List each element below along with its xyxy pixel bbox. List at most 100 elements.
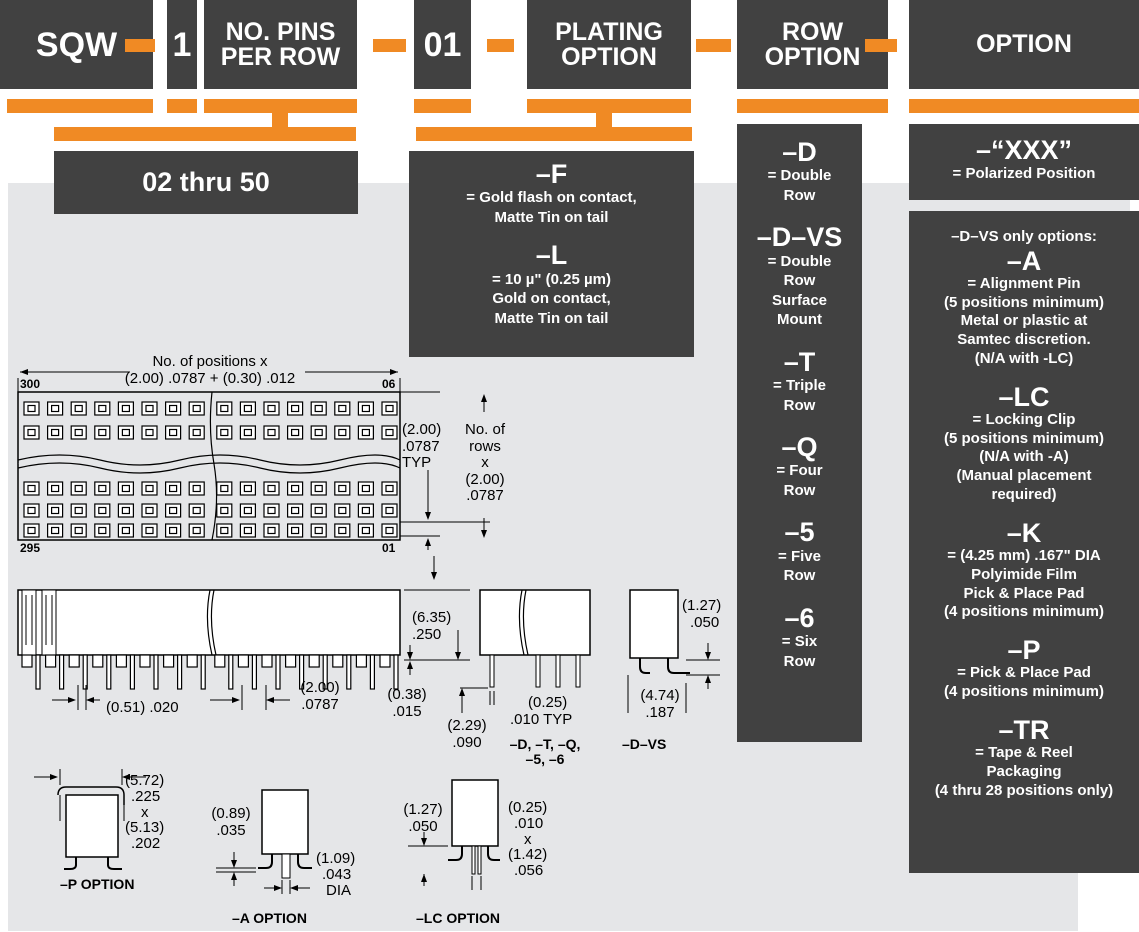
plating-code-f: –F <box>535 159 568 189</box>
tail-pin <box>177 654 183 690</box>
dvs-side-drawing <box>627 589 720 713</box>
contact-hole <box>243 404 252 413</box>
contact-hole <box>385 484 394 493</box>
contact-hole <box>243 506 252 515</box>
tail-dia-label: (0.51) .020 <box>106 699 179 716</box>
pins-range-box: 02 thru 50 <box>54 151 358 214</box>
contact-hole <box>291 428 300 437</box>
contact-hole <box>145 526 154 535</box>
tail-shoulder <box>355 654 367 668</box>
contact-hole <box>385 404 394 413</box>
a-option-drawing <box>216 789 312 894</box>
contact-hole <box>145 428 154 437</box>
contact-hole <box>192 484 201 493</box>
row-options-box: –D = Double Row –D–VS = Double Row Surfa… <box>737 124 862 742</box>
contact-hole <box>338 404 347 413</box>
contact-hole <box>267 526 276 535</box>
contact-hole <box>220 428 229 437</box>
contact-hole <box>243 526 252 535</box>
contact-hole <box>50 404 60 413</box>
contact-hole <box>145 506 154 515</box>
contact-hole <box>121 428 131 437</box>
positions-label: No. of positions x(2.00) .0787 + (0.30) … <box>124 353 296 387</box>
contact-hole <box>338 428 347 437</box>
dash-connector <box>865 39 897 52</box>
contact-hole <box>267 428 276 437</box>
contact-hole <box>338 506 347 515</box>
plating-code-l: –L <box>535 240 568 271</box>
dash-connector <box>696 39 731 52</box>
tail-shoulder <box>261 654 273 668</box>
tail-shoulder <box>44 654 57 668</box>
tail-width-label: (0.25).010 TYP <box>510 694 573 728</box>
a-option-label: –A OPTION <box>232 910 307 926</box>
contact-hole <box>50 428 60 437</box>
p-option-label: –P OPTION <box>60 876 135 892</box>
tail-shoulder <box>115 654 128 668</box>
tail-pin <box>369 654 375 690</box>
tail-shoulder <box>21 654 33 668</box>
tail-shoulder <box>332 654 344 668</box>
a-dims-left-label: (0.89).035 <box>211 805 251 839</box>
options-box: –D–VS only options: –A = Alignment Pin (… <box>909 211 1139 873</box>
contact-hole <box>361 526 370 535</box>
pins-label-underline <box>204 99 357 113</box>
tail-shoulder <box>308 654 320 668</box>
contact-hole <box>267 484 276 493</box>
contact-hole <box>74 428 83 437</box>
contact-hole <box>27 428 36 437</box>
dvs-view-label: –D–VS <box>622 736 667 752</box>
contact-hole <box>145 484 154 493</box>
contact-hole <box>192 526 201 535</box>
tail-shoulder <box>163 654 175 668</box>
contact-hole <box>98 404 107 413</box>
contact-hole <box>50 484 60 493</box>
contact-hole <box>27 506 36 515</box>
tail-shoulder <box>214 654 226 668</box>
pins-value-underline <box>167 99 197 113</box>
tail-shoulder <box>68 654 80 668</box>
contact-hole <box>314 404 323 413</box>
contact-hole <box>169 428 178 437</box>
tail-len-label: (2.29).090 <box>447 717 487 751</box>
option-underline <box>909 99 1139 113</box>
tail-pin <box>251 654 257 690</box>
dash-connector <box>487 39 514 52</box>
tail-pin <box>82 654 88 690</box>
contact-hole <box>385 428 394 437</box>
contact-hole <box>291 484 300 493</box>
contact-hole <box>27 526 36 535</box>
contact-hole <box>267 404 276 413</box>
pos-295-label: 295 <box>20 541 41 555</box>
contact-hole <box>169 404 178 413</box>
contact-hole <box>121 484 131 493</box>
plating-bracket-stem <box>596 113 612 127</box>
tail-pin <box>275 654 281 690</box>
dtq-side-drawing <box>459 589 591 713</box>
lc-dims-left-label: (1.27).050 <box>403 801 443 835</box>
side-view-drawing <box>17 589 470 710</box>
contact-hole <box>361 484 370 493</box>
contact-hole <box>243 428 252 437</box>
pos-06-label: 06 <box>382 377 396 391</box>
option-label-box: OPTION <box>909 0 1139 89</box>
pins-value-box: 1 <box>167 0 197 89</box>
contact-hole <box>192 428 201 437</box>
contact-hole <box>361 404 370 413</box>
tail-pin <box>228 654 234 690</box>
tail-pin <box>322 654 328 690</box>
contact-hole <box>338 526 347 535</box>
contact-hole <box>338 484 347 493</box>
contact-hole <box>74 404 83 413</box>
contact-hole <box>121 506 131 515</box>
height-label: (6.35).250 <box>412 609 452 643</box>
pos-01-label: 01 <box>382 541 396 555</box>
tail-pin <box>129 654 135 690</box>
contact-hole <box>314 428 323 437</box>
tail-pin <box>58 654 65 690</box>
contact-hole <box>98 526 107 535</box>
